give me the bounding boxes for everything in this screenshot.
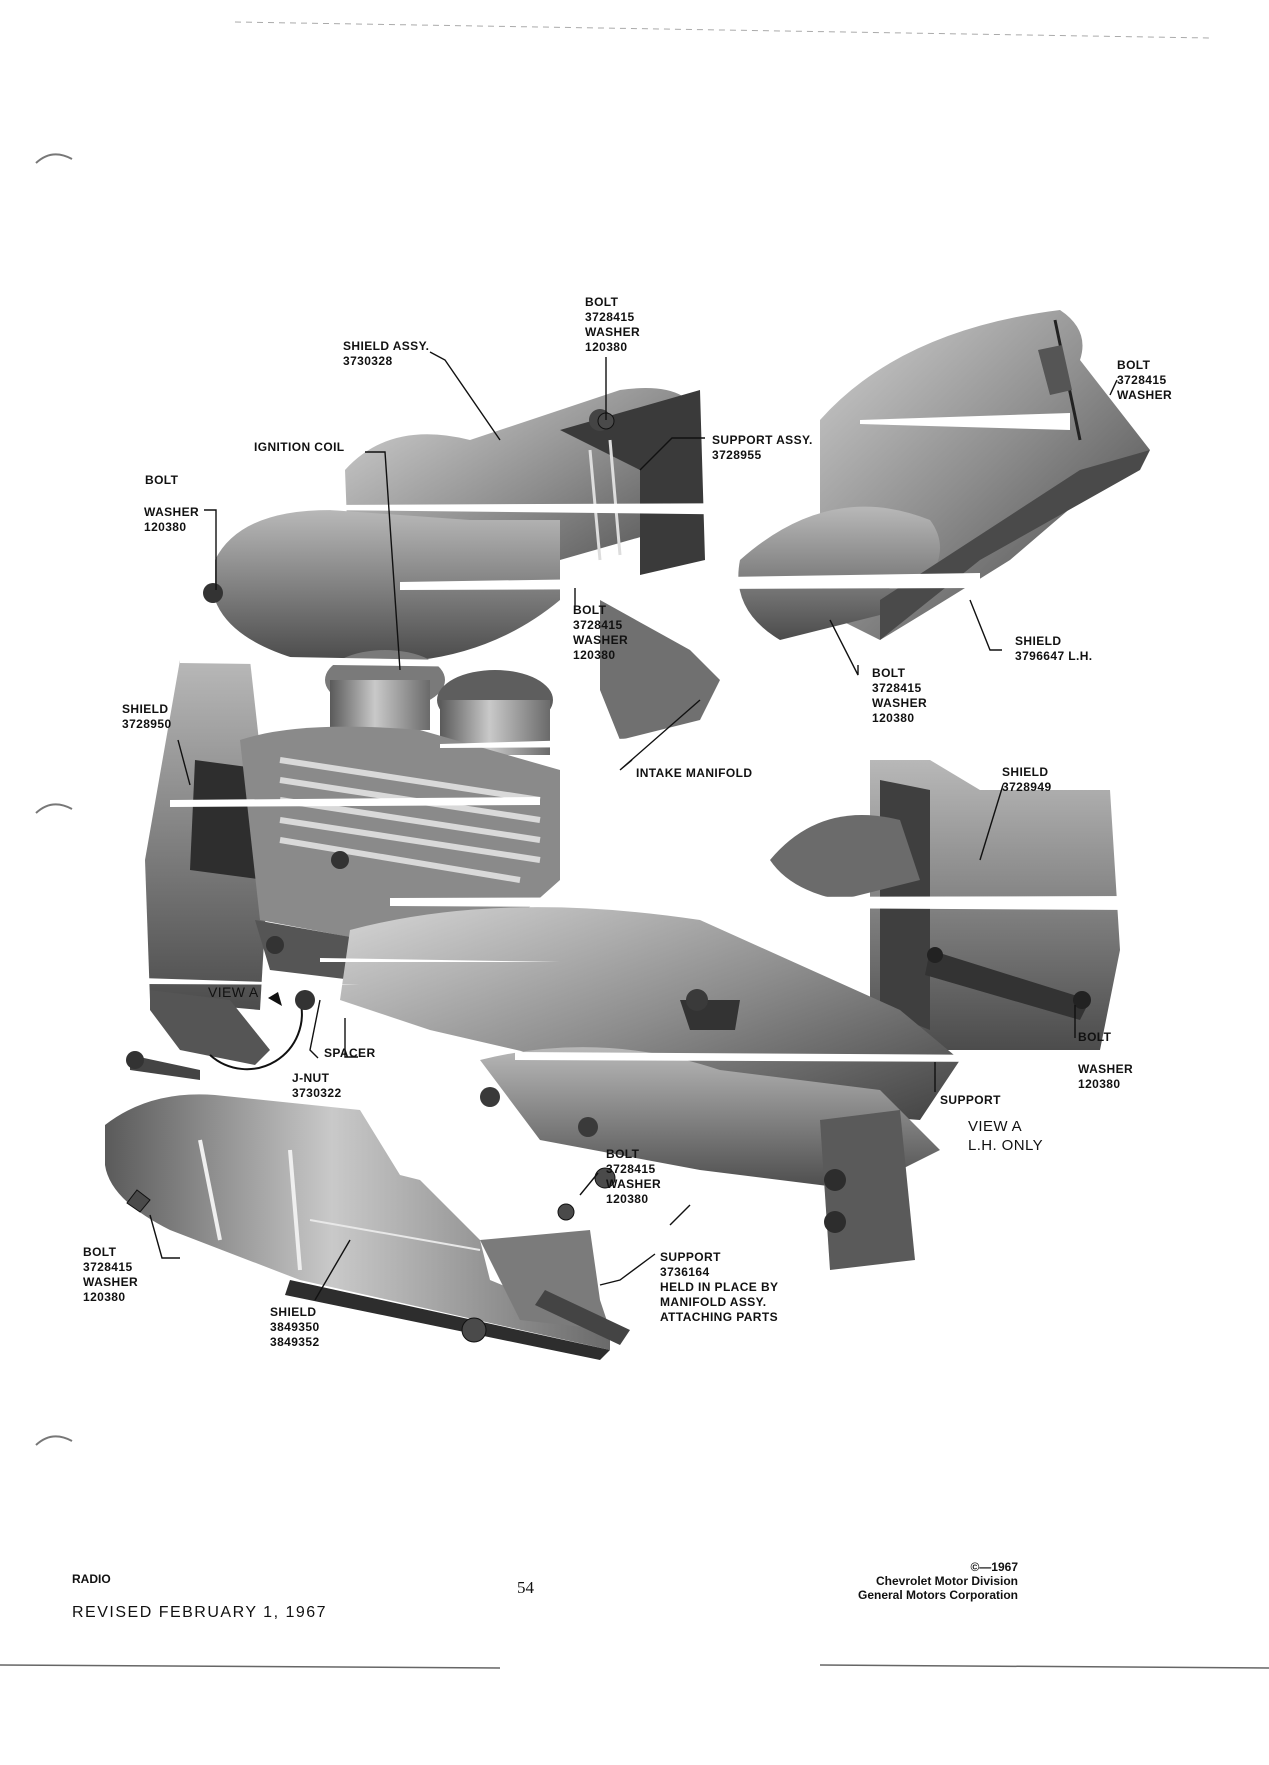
footer-copyright: ©—1967 Chevrolet Motor Division General … <box>857 1560 1018 1602</box>
callout-intake-manifold: INTAKE MANIFOLD <box>636 766 753 780</box>
shield-3796647-lh <box>738 310 1150 640</box>
shield-3849350 <box>105 1094 630 1360</box>
scan-tear-gaps <box>140 413 1135 1062</box>
callout-spacer: SPACER <box>324 1046 376 1060</box>
callout-view-a-small: VIEW A <box>208 984 259 1000</box>
callout-ignition-coil: IGNITION COIL <box>254 440 345 454</box>
footer-revised-date: REVISED FEBRUARY 1, 1967 <box>72 1604 328 1621</box>
punch-hole-mark-middle <box>35 803 73 814</box>
punch-hole-mark-top <box>35 153 73 164</box>
callout-bolt-left: BOLT <box>145 473 179 487</box>
callout-bolt-right-lower: BOLT <box>1078 1030 1112 1044</box>
footer-section: RADIO <box>72 1572 111 1586</box>
leader-lines <box>149 351 1118 1301</box>
bolts <box>126 412 616 1343</box>
shield-assy-3730328 <box>203 388 720 755</box>
punch-hole-mark-bottom <box>35 1435 73 1446</box>
view-a-bracket <box>126 990 315 1080</box>
callout-support-assy: SUPPORT ASSY.3728955 <box>712 433 813 462</box>
callout-support: SUPPORT <box>940 1093 1001 1107</box>
shield-3728949 <box>770 760 1120 1050</box>
page-number: 54 <box>517 1578 534 1597</box>
callout-shield-assy: SHIELD ASSY.3730328 <box>343 339 430 368</box>
manifold-flange <box>820 1110 915 1270</box>
